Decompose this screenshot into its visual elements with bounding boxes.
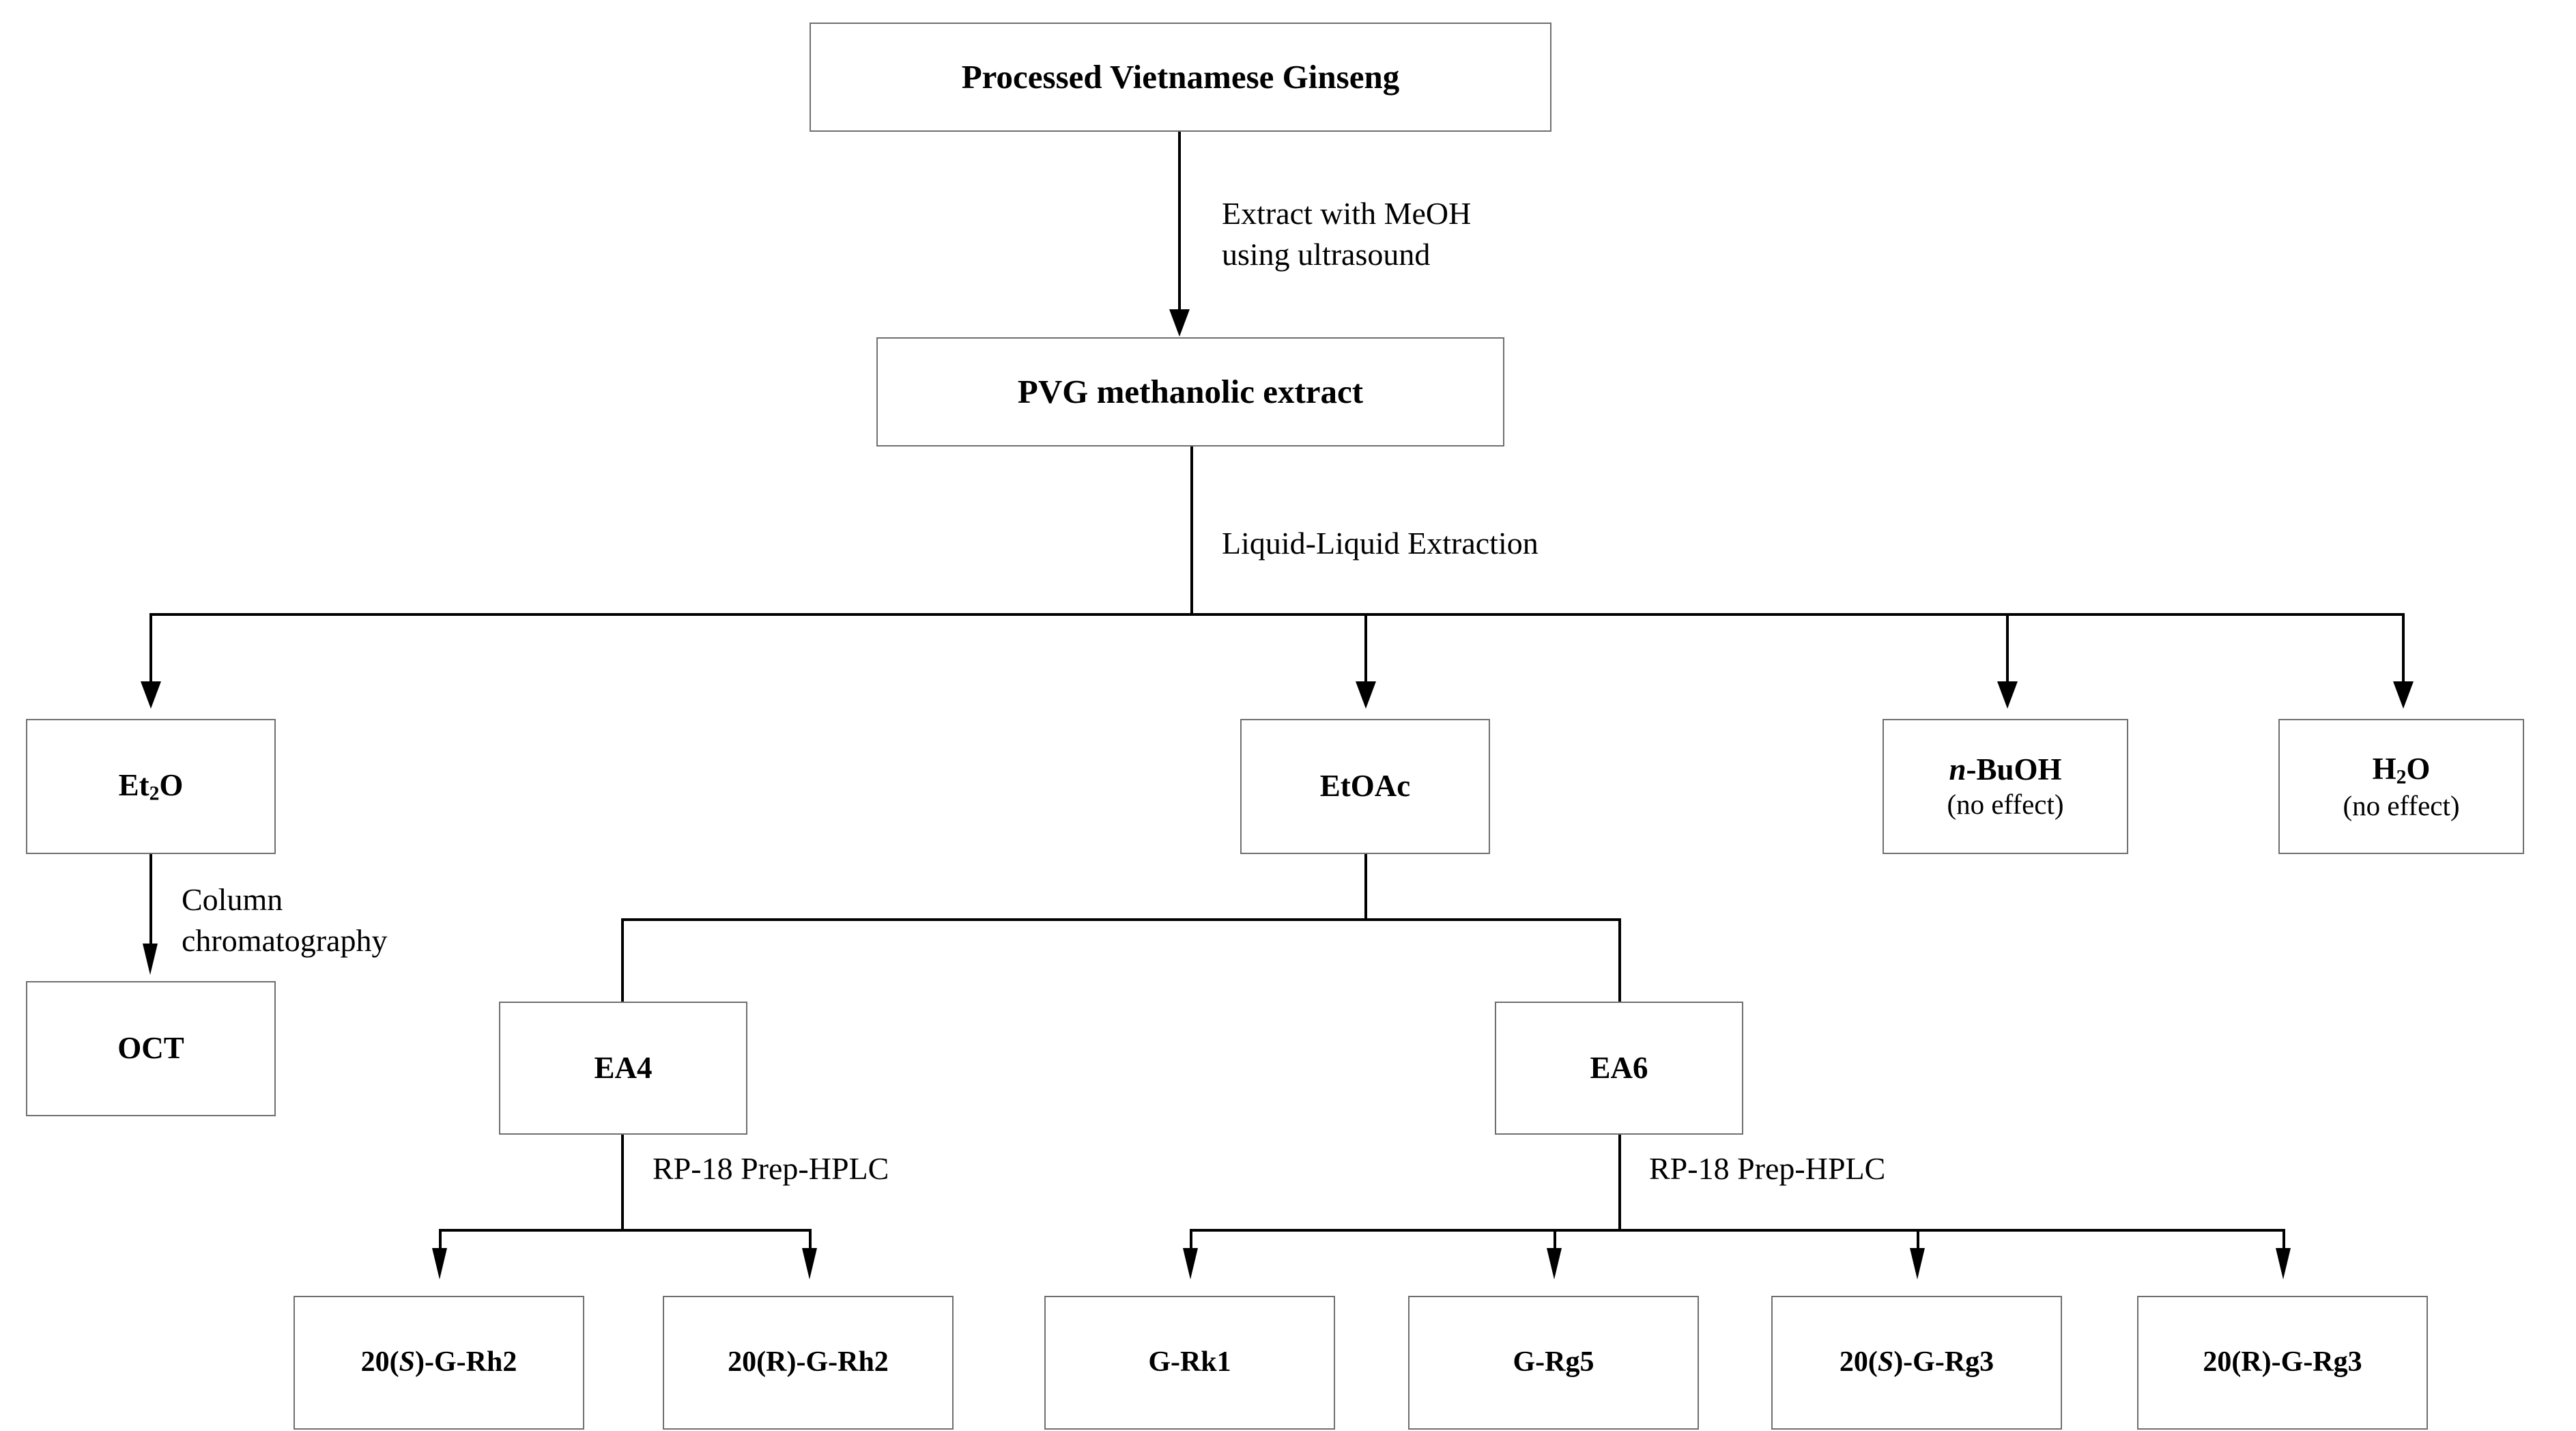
connector-et2o-to-oct	[149, 854, 152, 946]
connector-bus-ea	[621, 918, 1621, 921]
connector-bus-ea4-products	[439, 1229, 809, 1232]
node-pvg-methanolic-extract[interactable]: PVG methanolic extract	[876, 337, 1504, 447]
connector-bus-to-ea4	[621, 918, 624, 1003]
node-oct[interactable]: OCT	[26, 981, 276, 1116]
edge-label-extraction: Extract with MeOH using ultrasound	[1222, 196, 1472, 272]
connector-extract-to-bus	[1190, 447, 1193, 614]
node-label-h2o-note: (no effect)	[2343, 790, 2460, 822]
node-20r-g-rg3[interactable]: 20(R)-G-Rg3	[2137, 1296, 2428, 1430]
node-label-g-rg5: G-Rg5	[1513, 1346, 1594, 1378]
connector-bus-ea6-products	[1190, 1229, 2282, 1232]
connector-to-p2	[809, 1229, 812, 1251]
node-label-20s-g-rg3: 20(S)-G-Rg3	[1839, 1346, 1994, 1378]
node-h2o[interactable]: H2O (no effect)	[2278, 719, 2524, 854]
node-processed-vietnamese-ginseng[interactable]: Processed Vietnamese Ginseng	[810, 23, 1551, 132]
arrowhead-to-oct	[143, 944, 158, 975]
connector-root-to-extract	[1178, 132, 1181, 315]
node-label-etoac: EtOAc	[1319, 769, 1411, 804]
node-label-20r-g-rh2: 20(R)-G-Rh2	[728, 1346, 889, 1378]
connector-to-p6	[2282, 1229, 2285, 1251]
node-label-h2o: H2O	[2372, 751, 2431, 789]
node-g-rg5[interactable]: G-Rg5	[1408, 1296, 1699, 1430]
node-g-rk1[interactable]: G-Rk1	[1044, 1296, 1335, 1430]
node-label-nbuoh: n-BuOH	[1949, 752, 2062, 787]
edge-label-liquid-liquid: Liquid-Liquid Extraction	[1222, 526, 1539, 561]
connector-ea6-down	[1618, 1135, 1621, 1230]
edge-label-hplc-left: RP-18 Prep-HPLC	[653, 1151, 889, 1186]
node-label-20r-g-rg3: 20(R)-G-Rg3	[2203, 1346, 2362, 1378]
arrowhead-to-p1	[432, 1248, 447, 1279]
arrowhead-to-et2o	[141, 681, 161, 709]
arrowhead-to-h2o	[2393, 681, 2414, 709]
connector-to-p1	[439, 1229, 442, 1251]
arrowhead-to-p6	[2276, 1248, 2291, 1279]
arrowhead-to-p5	[1910, 1248, 1925, 1279]
arrowhead-to-p2	[802, 1248, 817, 1279]
connector-to-p3	[1190, 1229, 1192, 1251]
node-label-et2o: Et2O	[118, 767, 184, 805]
node-20s-g-rg3[interactable]: 20(S)-G-Rg3	[1771, 1296, 2062, 1430]
node-et2o[interactable]: Et2O	[26, 719, 276, 854]
connector-bus-to-et2o	[149, 613, 152, 685]
arrowhead-to-p4	[1547, 1248, 1562, 1279]
connector-bus-to-ea6	[1618, 918, 1621, 1003]
node-nbuoh[interactable]: n-BuOH (no effect)	[1883, 719, 2128, 854]
node-label-ea6: EA6	[1590, 1050, 1648, 1085]
node-label-20s-g-rh2: 20(S)-G-Rh2	[360, 1346, 517, 1378]
connector-to-p5	[1917, 1229, 1919, 1251]
node-label-oct: OCT	[117, 1031, 184, 1066]
node-ea6[interactable]: EA6	[1495, 1002, 1743, 1135]
connector-etoac-down	[1364, 854, 1367, 920]
node-label-nbuoh-note: (no effect)	[1947, 789, 2064, 821]
connector-bus-solvents	[149, 613, 2402, 616]
node-20r-g-rh2[interactable]: 20(R)-G-Rh2	[663, 1296, 954, 1430]
arrowhead-to-p3	[1183, 1248, 1198, 1279]
connector-bus-to-nbuoh	[2006, 613, 2009, 685]
edge-label-hplc-right: RP-18 Prep-HPLC	[1649, 1151, 1886, 1186]
node-20s-g-rh2[interactable]: 20(S)-G-Rh2	[294, 1296, 584, 1430]
node-label-root: Processed Vietnamese Ginseng	[961, 58, 1400, 96]
arrowhead-to-etoac	[1356, 681, 1376, 709]
connector-bus-to-h2o	[2402, 613, 2405, 685]
connector-ea4-down	[621, 1135, 624, 1230]
node-label-ea4: EA4	[594, 1050, 653, 1085]
connector-bus-to-etoac	[1364, 613, 1367, 685]
connector-to-p4	[1554, 1229, 1556, 1251]
node-label-extract: PVG methanolic extract	[1017, 373, 1364, 411]
node-ea4[interactable]: EA4	[499, 1002, 747, 1135]
arrowhead-to-nbuoh	[1997, 681, 2018, 709]
node-etoac[interactable]: EtOAc	[1240, 719, 1490, 854]
node-label-g-rk1: G-Rk1	[1148, 1346, 1231, 1378]
arrowhead-root-to-extract	[1169, 309, 1190, 337]
edge-label-column-chromatography: Column chromatography	[182, 882, 388, 958]
